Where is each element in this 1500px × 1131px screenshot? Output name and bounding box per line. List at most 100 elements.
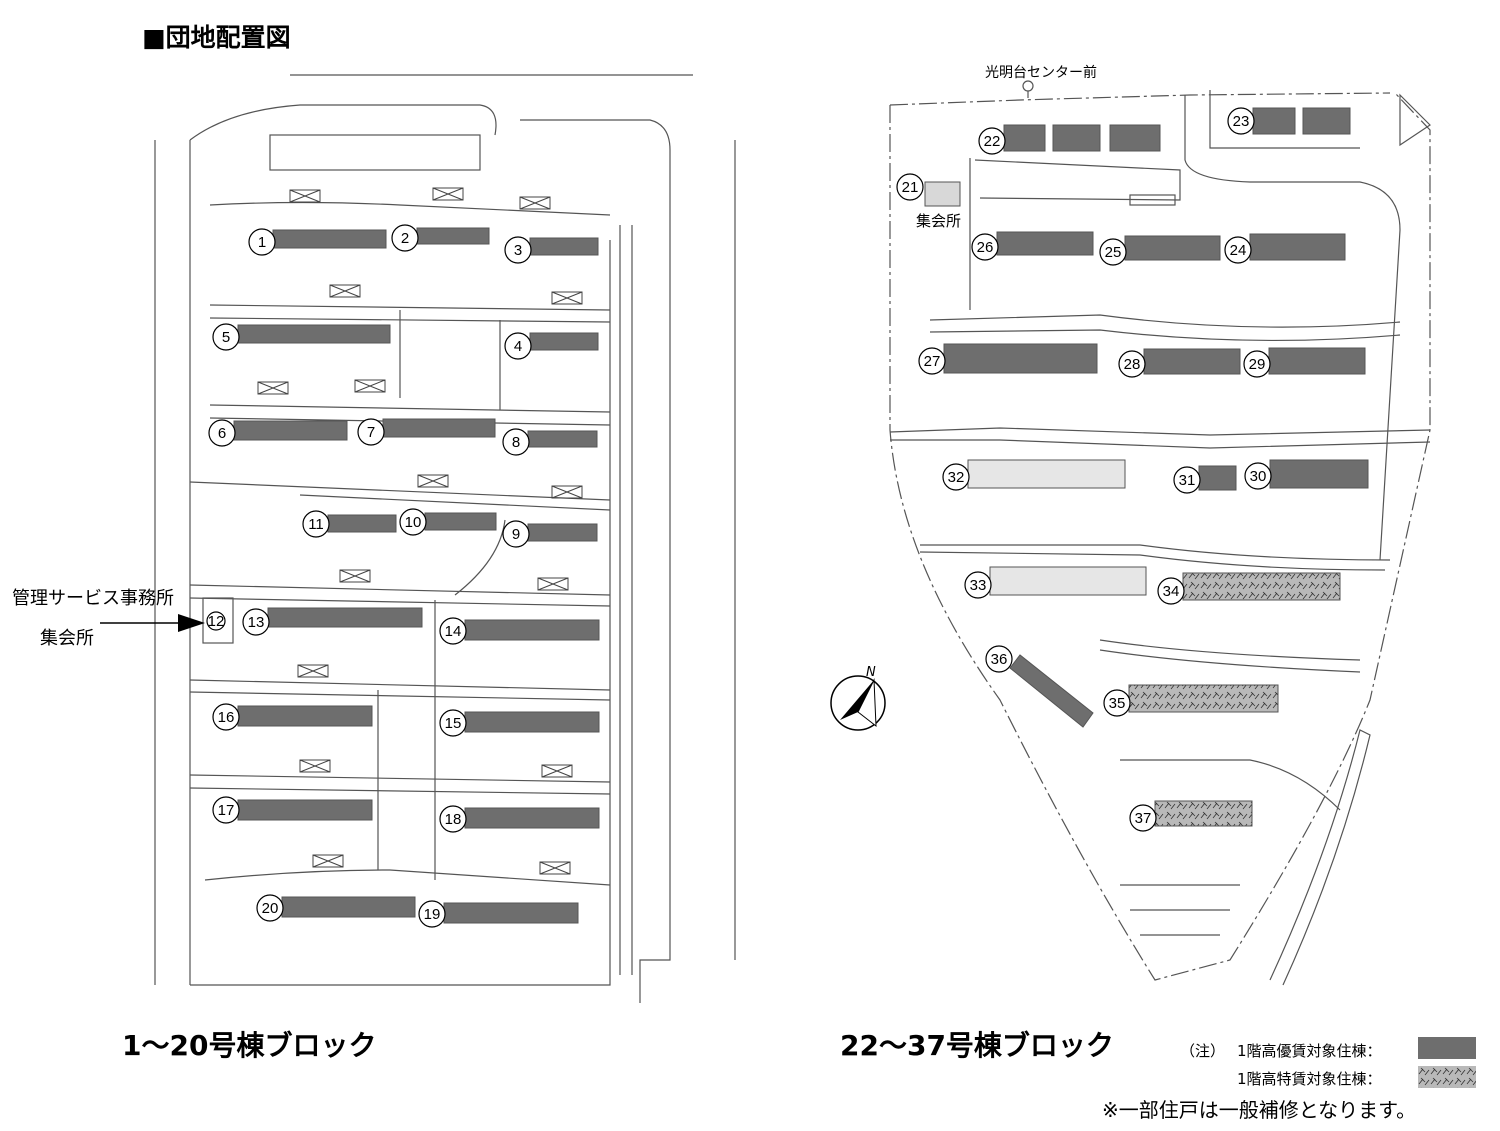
building-1: 1: [248, 228, 387, 256]
arrow-head-icon: [178, 614, 205, 632]
building-block: [996, 231, 1094, 256]
building-block: [527, 523, 598, 542]
building-block: [1003, 124, 1046, 152]
building-number-circle: [1099, 238, 1127, 266]
parking-marker: [519, 196, 551, 210]
parking-marker: [339, 569, 371, 583]
building-block: [424, 512, 497, 531]
building-number-circle: [439, 805, 467, 833]
building-3: 3: [504, 236, 599, 264]
parking-marker: [299, 759, 331, 773]
building-number: 6: [218, 425, 226, 442]
building-number: 16: [218, 709, 235, 726]
building-number-circle: [1129, 804, 1157, 832]
legend-special-label: 1階高特賃対象住棟：: [1237, 1070, 1382, 1088]
building-number-circle: [1118, 350, 1146, 378]
building-block: [1128, 684, 1279, 713]
building-number-circle: [357, 418, 385, 446]
building-32: 32: [942, 459, 1126, 491]
building-number: 11: [308, 516, 324, 533]
building-number-circle: [502, 428, 530, 456]
building-28: 28: [1118, 348, 1241, 378]
building-number-circle: [1224, 236, 1252, 264]
legend-special-swatch: [1418, 1066, 1476, 1088]
building-4: 4: [504, 332, 599, 360]
compass-icon: N: [830, 665, 886, 731]
building-number: 26: [977, 239, 994, 256]
building-7: 7: [357, 418, 496, 446]
building-number: 2: [401, 230, 409, 247]
building-number: 14: [445, 623, 462, 640]
building-number-circle: [1243, 350, 1271, 378]
building-block: [529, 237, 599, 256]
building-block: [281, 896, 416, 918]
building-14: 14: [439, 617, 600, 645]
building-29: 29: [1243, 347, 1366, 378]
building-number-circle: [896, 173, 924, 201]
building-36: 36: [985, 645, 1094, 728]
building-block: [267, 607, 423, 628]
parking-markers: [257, 187, 583, 875]
building-block: [464, 619, 600, 641]
building-number: 10: [405, 514, 422, 531]
building-block: [237, 324, 391, 344]
building-number: 21: [902, 179, 919, 196]
building-number-circle: [212, 703, 240, 731]
building-number-circle: [942, 463, 970, 491]
building-number-circle: [242, 608, 270, 636]
building-number-circle: [418, 900, 446, 928]
building-number: 13: [248, 614, 265, 631]
building-block: [1143, 348, 1241, 375]
building-number: 30: [1250, 468, 1267, 485]
parking-marker: [551, 291, 583, 305]
building-19: 19: [418, 900, 579, 928]
building-number-circle: [1227, 107, 1255, 135]
building-21: 21: [896, 173, 961, 207]
building-number: 1: [258, 234, 266, 251]
building-block: [527, 430, 598, 448]
legend-priority-label: 1階高優賃対象住棟：: [1237, 1042, 1382, 1060]
building-number: 5: [222, 329, 230, 346]
building-number: 29: [1249, 356, 1266, 373]
building-block: [233, 420, 348, 441]
caption-left-block: 1〜20号棟ブロック: [122, 1029, 377, 1062]
building-26: 26: [971, 231, 1094, 261]
building-number: 12: [208, 613, 225, 630]
building-number-circle: [1103, 689, 1131, 717]
building-12: 12: [206, 611, 226, 631]
building-number-circle: [399, 508, 427, 536]
building-5: 5: [212, 323, 391, 351]
building-block: [1009, 654, 1094, 728]
building-block: [1268, 347, 1366, 375]
building-block: [924, 181, 961, 207]
building-10: 10: [399, 508, 497, 536]
building-number-circle: [971, 233, 999, 261]
parking-marker: [289, 189, 321, 203]
building-block: [1252, 107, 1296, 135]
building-18: 18: [439, 805, 600, 833]
building-17: 17: [212, 796, 373, 824]
building-8: 8: [502, 428, 598, 456]
building-block: [237, 705, 373, 727]
building-block: [1154, 800, 1253, 827]
building-number-circle: [206, 611, 226, 631]
building-number: 24: [1230, 242, 1247, 259]
page-title: ■団地配置図: [142, 23, 291, 52]
parking-marker: [417, 474, 449, 488]
parking-marker: [432, 187, 464, 201]
building-22: 22: [978, 124, 1161, 155]
parking-marker: [354, 379, 386, 393]
building-number-circle: [1173, 466, 1201, 494]
building-24: 24: [1224, 233, 1346, 264]
building-block: [943, 343, 1098, 374]
building-number: 4: [514, 338, 522, 355]
building-block: [272, 229, 387, 249]
parking-marker: [257, 381, 289, 395]
parking-marker: [329, 284, 361, 298]
building-block: [1124, 235, 1221, 261]
building-number: 35: [1109, 695, 1126, 712]
building-block: [416, 227, 490, 245]
building-block: [382, 418, 496, 438]
building-block: [989, 566, 1147, 596]
parking-marker: [541, 764, 573, 778]
